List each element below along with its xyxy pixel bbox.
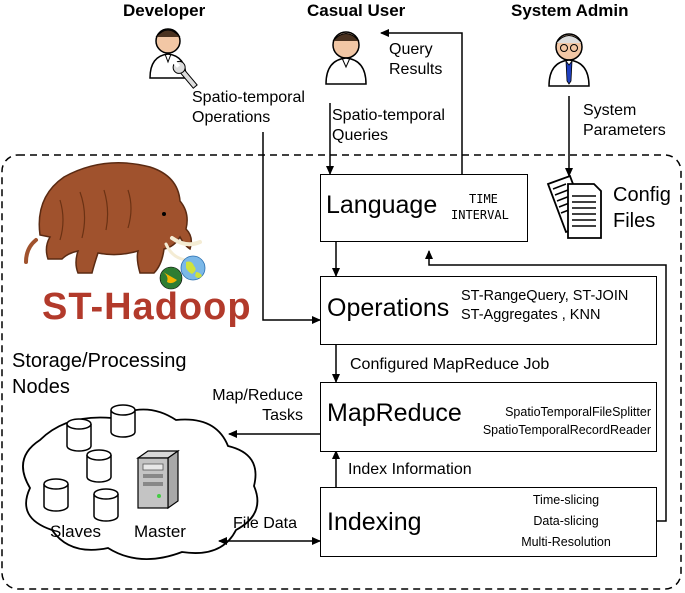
casual-user-icon <box>325 31 367 85</box>
operations-notes: ST-RangeQuery, ST-JOIN ST-Aggregates , K… <box>461 288 629 323</box>
developer-icon <box>149 28 198 89</box>
system-parameters-label: System Parameters <box>583 102 666 139</box>
system-boundary <box>1 154 682 590</box>
wrench-icon <box>172 60 198 89</box>
slave-node-icon <box>66 418 92 452</box>
slave-node-icon <box>110 404 136 438</box>
mapreduce-notes: SpatioTemporalFileSplitter SpatioTempora… <box>482 405 651 437</box>
arrow-query-results <box>380 29 463 174</box>
map-reduce-tasks-label: Map/Reduce Tasks <box>212 387 303 424</box>
master-server-icon <box>136 449 180 510</box>
system-admin-role-label: System Admin <box>511 1 629 20</box>
language-layer: Language TIME INTERVAL <box>320 174 528 242</box>
slave-node-icon <box>43 478 69 512</box>
spatio-temporal-queries-label: Spatio-temporal Queries <box>332 107 445 144</box>
indexing-layer: Indexing Time-slicing Data-slicing Multi… <box>320 487 657 557</box>
config-files-label: Config Files <box>613 184 671 232</box>
configured-mapreduce-job-label: Configured MapReduce Job <box>350 356 550 373</box>
casual-user-role-label: Casual User <box>307 1 406 20</box>
st-hadoop-logo-text: ST-Hadoop <box>42 286 252 328</box>
operations-layer: Operations ST-RangeQuery, ST-JOIN ST-Agg… <box>320 276 657 345</box>
storage-processing-label: Storage/Processing Nodes <box>12 350 187 398</box>
file-data-label: File Data <box>233 515 298 532</box>
index-information-label: Index Information <box>348 461 472 478</box>
developer-role-label: Developer <box>123 1 206 20</box>
mammoth-logo <box>24 162 206 290</box>
language-notes: TIME INTERVAL <box>451 192 509 222</box>
slave-node-icon <box>86 449 112 483</box>
language-title: Language <box>326 191 438 219</box>
spatio-temporal-operations-label: Spatio-temporal Operations <box>192 89 305 126</box>
mapreduce-layer: MapReduce SpatioTemporalFileSplitter Spa… <box>320 382 657 452</box>
system-admin-icon <box>548 33 590 87</box>
arrow-indexing-feedback <box>425 250 667 522</box>
operations-title: Operations <box>327 294 450 322</box>
mapreduce-title: MapReduce <box>327 399 462 427</box>
indexing-title: Indexing <box>327 508 422 536</box>
indexing-notes: Time-slicing Data-slicing Multi-Resoluti… <box>521 493 611 549</box>
query-results-label: Query Results <box>389 41 443 78</box>
master-label: Master <box>134 522 186 541</box>
arrow-operations-developer <box>262 132 321 324</box>
slave-node-icon <box>93 488 119 522</box>
slaves-label: Slaves <box>50 522 102 541</box>
config-files-icon <box>546 174 602 239</box>
